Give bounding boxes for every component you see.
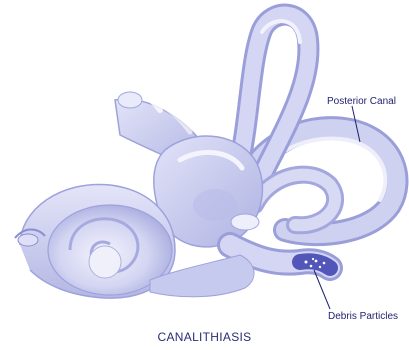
horizontal-canal: [255, 175, 335, 226]
figure-caption: CANALITHIASIS: [0, 330, 409, 344]
debris-particles-label: Debris Particles: [328, 311, 398, 322]
superior-canal: [238, 15, 308, 175]
posterior-canal-label: Posterior Canal: [327, 96, 396, 107]
